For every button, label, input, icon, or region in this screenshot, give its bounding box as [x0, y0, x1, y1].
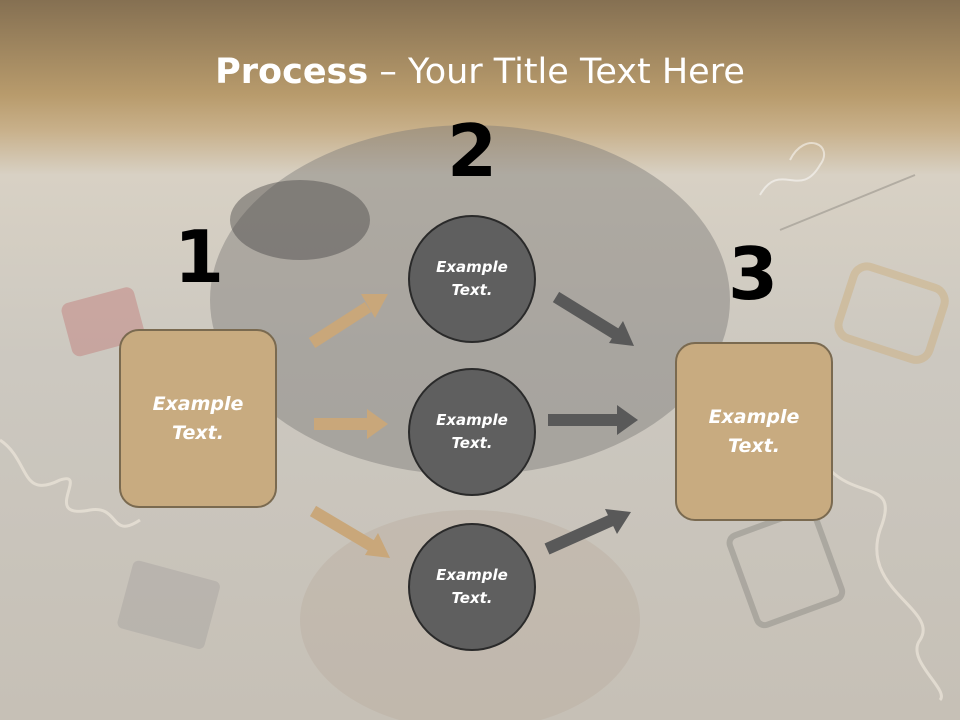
arrow-box-to-circle-middle: [314, 409, 388, 439]
step-number-2: 2: [446, 109, 498, 193]
step-box-1[interactable]: Example Text.: [119, 329, 277, 508]
arrow-circle-top-to-box: [552, 291, 634, 346]
step-number-1: 1: [173, 215, 225, 299]
process-circle-2[interactable]: Example Text.: [408, 368, 536, 496]
process-circle-3-text: Example Text.: [436, 566, 508, 607]
arrow-circle-bottom-to-box: [544, 509, 631, 555]
title-bold: Process: [215, 52, 369, 92]
process-circle-1-text: Example Text.: [436, 258, 508, 299]
arrow-box-to-circle-top: [308, 294, 388, 349]
arrow-circle-middle-to-box: [548, 405, 638, 435]
title-rest: – Your Title Text Here: [368, 52, 745, 92]
process-circle-3[interactable]: Example Text.: [408, 523, 536, 651]
arrow-box-to-circle-bottom: [309, 505, 390, 558]
step-box-1-text: Example Text.: [152, 392, 244, 444]
process-circle-2-text: Example Text.: [436, 411, 508, 452]
step-number-3: 3: [727, 232, 779, 316]
step-box-3[interactable]: Example Text.: [675, 342, 833, 521]
slide-title: Process – Your Title Text Here: [0, 52, 960, 92]
process-circle-1[interactable]: Example Text.: [408, 215, 536, 343]
step-box-3-text: Example Text.: [708, 405, 800, 457]
